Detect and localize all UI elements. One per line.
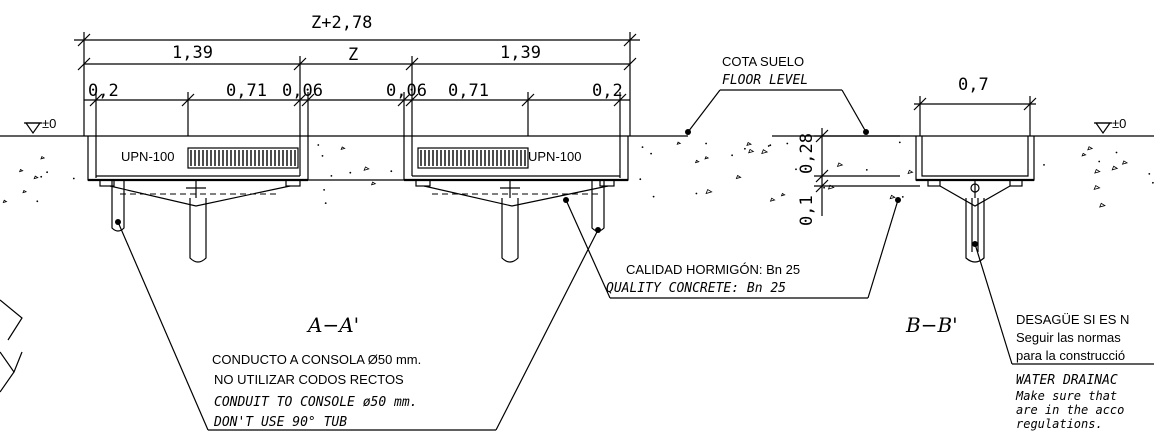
dimension-lines-a — [74, 32, 640, 136]
concrete-es: CALIDAD HORMIGÓN: Bn 25 — [626, 262, 800, 277]
conduit-en-2: DON'T USE 90° TUB — [213, 415, 347, 430]
section-b-title: B−B' — [905, 313, 958, 337]
dim-b-width: 0,7 — [958, 75, 989, 95]
section-a-title: A−A' — [306, 313, 359, 337]
slab-hatch-right — [420, 150, 526, 166]
concrete-en: QUALITY CONCRETE: Bn 25 — [606, 281, 786, 296]
section-b-pit — [915, 136, 1035, 263]
profile-label-right: UPN-100 — [528, 149, 581, 164]
drain-en-1: WATER DRAINAC — [1016, 373, 1118, 388]
drain-en-2: Make sure that — [1015, 389, 1117, 403]
dim-left-gap: 0,06 — [282, 81, 323, 101]
dim-right-overhang: 1,39 — [500, 43, 541, 63]
drain-es-2: Seguir las normas — [1016, 330, 1121, 345]
profile-label-left: UPN-100 — [121, 149, 174, 164]
drain-es-1: DESAGÜE SI ES N — [1016, 312, 1129, 327]
level-mark-right — [1094, 122, 1112, 135]
floor-level-en: FLOOR LEVEL — [722, 73, 808, 88]
dim-b-height-bottom: 0,1 — [797, 195, 817, 226]
level-mark-left — [24, 122, 42, 135]
dim-b-height-top: 0,28 — [797, 133, 817, 174]
dim-right-gap: 0,06 — [386, 81, 427, 101]
leader-lines — [0, 89, 1154, 431]
section-a-pit — [87, 136, 629, 263]
conduit-es-1: CONDUCTO A CONSOLA Ø50 mm. — [212, 352, 421, 367]
dim-right-slab: 0,71 — [448, 81, 489, 101]
floor-level-es: COTA SUELO — [722, 54, 804, 69]
level-mark-right-text: ±0 — [1112, 116, 1126, 131]
conduit-en-1: CONDUIT TO CONSOLE ø50 mm. — [214, 395, 418, 410]
dim-right-edge: 0,2 — [592, 81, 623, 101]
dim-left-slab: 0,71 — [226, 81, 267, 101]
dim-left-edge: 0,2 — [88, 81, 119, 101]
dim-center: Z — [348, 45, 358, 65]
concrete-aggregate-texture — [2, 141, 1154, 208]
dimension-lines-b — [814, 96, 1037, 216]
slab-hatch-left — [190, 150, 296, 166]
drain-en-4: regulations. — [1016, 417, 1103, 431]
conduit-es-2: NO UTILIZAR CODOS RECTOS — [214, 372, 404, 387]
drain-es-3: para la construcció — [1016, 348, 1125, 363]
dim-left-overhang: 1,39 — [172, 43, 213, 63]
drain-en-3: are in the acco — [1016, 403, 1124, 417]
level-mark-left-text: ±0 — [42, 116, 56, 131]
dim-total: Z+2,78 — [311, 13, 372, 33]
